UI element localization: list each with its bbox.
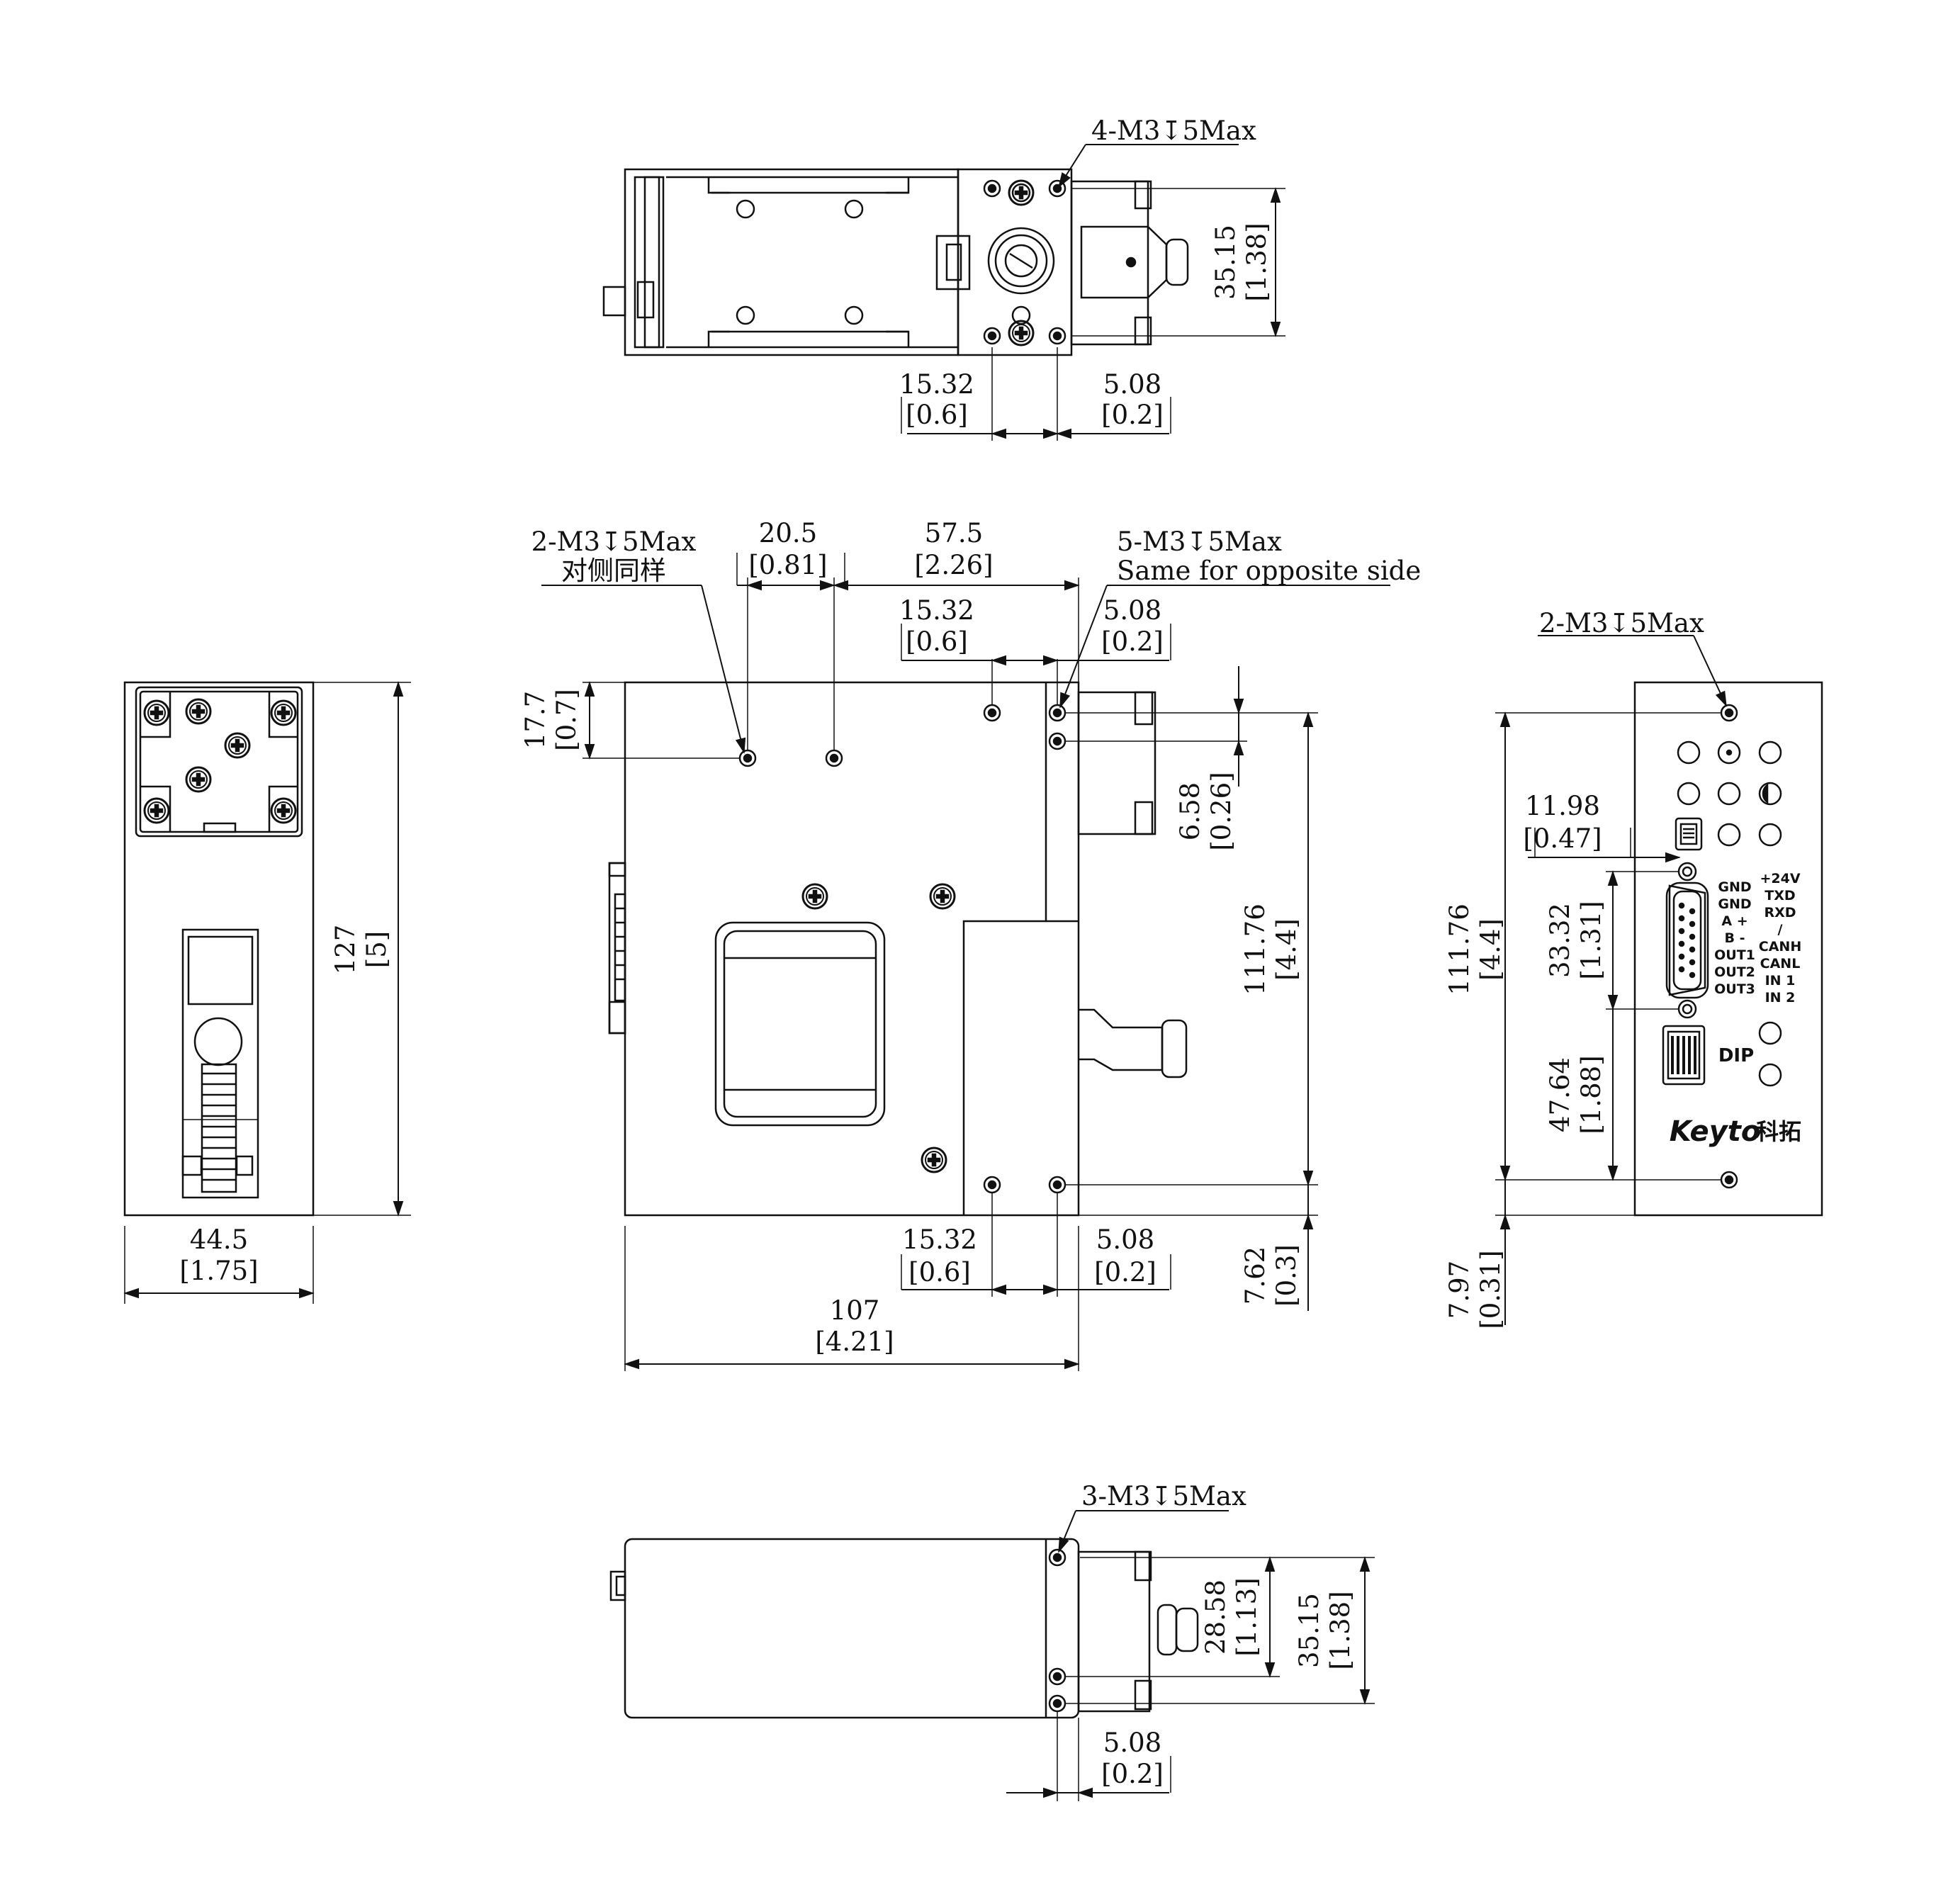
front-view-labels: 2-M3↧5Max 对侧同样 5-M3↧5Max Same for opposi…: [520, 518, 1421, 1357]
pin-label-right-2: RXD: [1764, 905, 1796, 920]
left-dim-width-mm: 44.5: [190, 1224, 248, 1255]
top-dim-height-mm: 35.15: [1210, 225, 1241, 300]
pin-label-right-0: +24V: [1760, 871, 1800, 886]
pin-label-right-7: IN 2: [1765, 990, 1796, 1005]
pin-label-right-3: /: [1778, 922, 1783, 937]
front-dim-width-mm: 107: [830, 1295, 880, 1326]
right-dim-c-in: [1.88]: [1576, 1055, 1606, 1134]
dip-label: DIP: [1718, 1045, 1754, 1066]
front-dim-width-in: [4.21]: [815, 1326, 894, 1357]
front-dim-a-in: [0.81]: [748, 550, 827, 580]
pin-label-left-2: A +: [1721, 913, 1748, 929]
front-view: [541, 553, 1390, 1371]
front-dim-right-a-mm: 6.58: [1175, 782, 1205, 840]
front-dim-right-c-in: [0.3]: [1271, 1244, 1302, 1307]
front-dim-right-b-mm: 111.76: [1240, 903, 1271, 995]
front-dim-b-in: [2.26]: [914, 550, 993, 580]
pin-label-right-6: IN 1: [1765, 973, 1796, 988]
pin-label-left-6: OUT3: [1714, 981, 1755, 997]
top-dim-right-in: [0.2]: [1101, 400, 1164, 430]
bottom-dim-right-in: [0.2]: [1101, 1759, 1164, 1789]
pin-label-left-0: GND: [1718, 879, 1751, 895]
top-dim-left-in: [0.6]: [906, 400, 968, 430]
front-callout-right: 5-M3↧5Max: [1117, 526, 1282, 557]
front-dim-left-in: [0.7]: [551, 689, 582, 751]
bottom-dim-inner-mm: 28.58: [1200, 1579, 1231, 1655]
brand-logo-cn: 科拓: [1756, 1118, 1801, 1145]
top-view-labels: 4-M3↧5Max 35.15 [1.38] 15.32 [0.6] 5.08 …: [899, 116, 1272, 430]
front-dim-d-in: [0.2]: [1101, 626, 1164, 657]
top-dim-right-mm: 5.08: [1103, 369, 1161, 400]
front-dim-c-mm: 15.32: [899, 595, 974, 626]
bottom-callout: 3-M3↧5Max: [1081, 1481, 1246, 1511]
front-callout-left: 2-M3↧5Max: [531, 526, 697, 557]
bottom-view: [609, 1510, 1375, 1801]
right-dim-e-in: [0.31]: [1475, 1250, 1506, 1329]
pin-label-right-5: CANL: [1760, 956, 1801, 971]
left-view-labels: 127 [5] 44.5 [1.75]: [179, 925, 392, 1286]
front-dim-right-b-in: [4.4]: [1271, 918, 1302, 981]
right-dim-d-in: [4.4]: [1475, 918, 1506, 981]
front-callout-right-note: Same for opposite side: [1117, 556, 1421, 586]
front-dim-bottom-c-mm: 15.32: [902, 1224, 977, 1255]
right-callout: 2-M3↧5Max: [1539, 608, 1704, 638]
right-dim-d-mm: 111.76: [1444, 903, 1475, 995]
brand-logo: Keyto: [1670, 1115, 1761, 1148]
right-dim-a-in: [0.47]: [1523, 823, 1602, 854]
left-dim-width-in: [1.75]: [179, 1256, 258, 1286]
right-view-labels: 2-M3↧5Max 11.98 [0.47] 33.32 [1.31] 47.6…: [1444, 608, 1801, 1329]
front-dim-bottom-c-in: [0.6]: [908, 1257, 971, 1288]
top-dim-left-mm: 15.32: [899, 369, 974, 400]
pin-label-right-4: CANH: [1759, 939, 1801, 954]
top-callout: 4-M3↧5Max: [1091, 116, 1256, 146]
right-dim-a-mm: 11.98: [1525, 791, 1600, 821]
front-callout-left-note: 对侧同样: [561, 556, 666, 586]
top-dim-height-in: [1.38]: [1242, 222, 1272, 301]
right-dim-b-in: [1.31]: [1576, 901, 1606, 979]
pin-label-left-1: GND: [1718, 896, 1751, 912]
bottom-dim-outer-mm: 35.15: [1294, 1593, 1324, 1668]
front-dim-c-in: [0.6]: [906, 626, 968, 657]
front-dim-bottom-d-mm: 5.08: [1096, 1224, 1154, 1255]
left-dim-height-mm: 127: [330, 925, 361, 975]
bottom-dim-inner-in: [1.13]: [1232, 1577, 1262, 1656]
left-dim-height-in: [5]: [361, 931, 392, 968]
front-dim-b-mm: 57.5: [925, 518, 983, 548]
front-dim-a-mm: 20.5: [759, 518, 817, 548]
front-dim-bottom-d-in: [0.2]: [1094, 1257, 1156, 1288]
front-dim-right-c-mm: 7.62: [1240, 1246, 1271, 1305]
right-dim-b-mm: 33.32: [1545, 903, 1575, 978]
right-view: [1495, 635, 1823, 1325]
bottom-dim-outer-in: [1.38]: [1325, 1591, 1356, 1669]
pin-label-right-1: TXD: [1765, 888, 1795, 903]
left-view: [123, 681, 411, 1304]
front-dim-left-mm: 17.7: [520, 691, 551, 749]
front-dim-d-mm: 5.08: [1103, 595, 1161, 626]
pin-label-left-5: OUT2: [1714, 964, 1755, 980]
bottom-view-labels: 3-M3↧5Max 28.58 [1.13] 35.15 [1.38] 5.08…: [1081, 1481, 1356, 1789]
pin-label-left-3: B -: [1725, 930, 1745, 946]
top-view: [602, 144, 1285, 441]
bottom-dim-right-mm: 5.08: [1103, 1728, 1161, 1758]
front-dim-right-a-in: [0.26]: [1206, 772, 1237, 850]
pin-label-left-4: OUT1: [1714, 947, 1755, 963]
right-dim-e-mm: 7.97: [1444, 1261, 1475, 1319]
right-dim-c-mm: 47.64: [1545, 1057, 1575, 1132]
